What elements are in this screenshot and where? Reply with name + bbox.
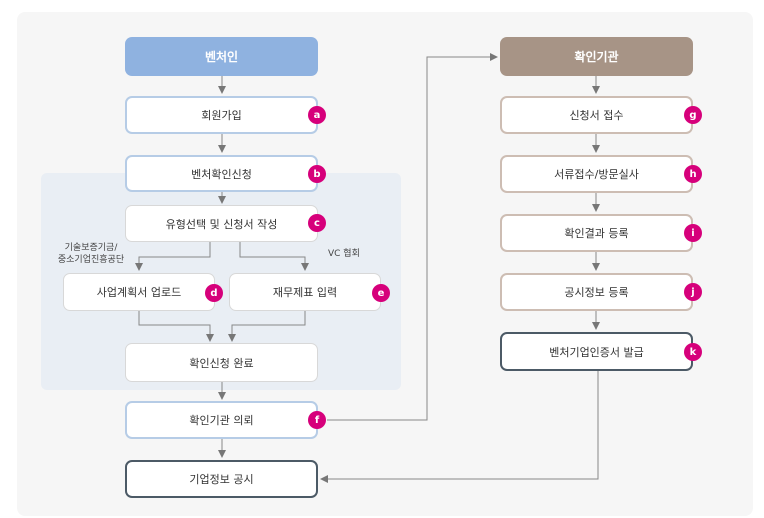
badge-d: d	[205, 284, 223, 302]
step-signup: 회원가입	[125, 96, 318, 134]
arrow-select-to-upload	[135, 242, 211, 271]
step-signup-label: 회원가입	[201, 109, 242, 122]
step-finance-label: 재무제표 입력	[272, 286, 338, 299]
step-receive-label: 신청서 접수	[569, 109, 624, 122]
badge-c-label: c	[314, 217, 320, 229]
note-right: VC 협회	[328, 249, 360, 259]
arrow-issue-to-publish	[320, 371, 599, 483]
badge-a: a	[308, 106, 326, 124]
step-inspect: 서류접수/방문실사	[500, 155, 693, 193]
badge-c: c	[308, 214, 326, 232]
venture-header-label: 벤처인	[204, 50, 239, 64]
arrow-upload-to-complete	[138, 311, 214, 342]
badge-b: b	[308, 165, 326, 183]
step-register-result-label: 확인결과 등록	[564, 227, 629, 240]
arrow-request-to-agency	[327, 53, 498, 421]
note-left-line1: 기술보증기금/	[64, 243, 118, 253]
step-select: 유형선택 및 신청서 작성	[125, 205, 318, 242]
step-issue-label: 벤처기업인증서 발급	[549, 345, 644, 359]
step-apply-label: 벤처확인신청	[191, 167, 252, 181]
step-select-label: 유형선택 및 신청서 작성	[165, 217, 278, 231]
venture-header: 벤처인	[125, 37, 318, 76]
step-upload-label: 사업계획서 업로드	[96, 286, 182, 299]
badge-g-label: g	[689, 109, 697, 121]
step-receive: 신청서 접수	[500, 96, 693, 134]
badge-j-label: j	[691, 286, 695, 298]
agency-header: 확인기관	[500, 37, 693, 76]
note-left-line2: 중소기업진흥공단	[57, 255, 125, 265]
badge-j: j	[684, 283, 702, 301]
badge-f: f	[308, 411, 326, 429]
step-issue: 벤처기업인증서 발급	[500, 332, 693, 371]
badge-e-label: e	[377, 287, 385, 299]
step-register-result: 확인결과 등록	[500, 214, 693, 252]
step-publish-label: 기업정보 공시	[189, 473, 254, 486]
badge-i-label: i	[691, 227, 695, 239]
badge-f-label: f	[314, 414, 320, 426]
badge-b-label: b	[313, 168, 321, 180]
step-request: 확인기관 의뢰	[125, 401, 318, 439]
step-register-info-label: 공시정보 등록	[564, 286, 629, 299]
badge-k-label: k	[689, 346, 697, 358]
step-publish: 기업정보 공시	[125, 460, 318, 498]
step-upload: 사업계획서 업로드	[63, 273, 215, 311]
badge-a-label: a	[313, 109, 321, 121]
agency-header-label: 확인기관	[574, 50, 619, 64]
badge-g: g	[684, 106, 702, 124]
badge-k: k	[684, 343, 702, 361]
step-complete-label: 확인신청 완료	[189, 356, 254, 370]
badge-i: i	[684, 224, 702, 242]
arrow-select-to-finance	[239, 242, 309, 271]
step-inspect-label: 서류접수/방문실사	[554, 168, 639, 181]
step-finance: 재무제표 입력	[229, 273, 381, 311]
badge-d-label: d	[210, 287, 218, 299]
step-complete: 확인신청 완료	[125, 343, 318, 382]
step-apply: 벤처확인신청	[125, 155, 318, 192]
badge-e: e	[372, 284, 390, 302]
arrow-finance-to-complete	[228, 311, 306, 342]
step-register-info: 공시정보 등록	[500, 273, 693, 311]
badge-h: h	[684, 165, 702, 183]
note-left: 기술보증기금/ 중소기업진흥공단	[52, 242, 130, 266]
badge-h-label: h	[689, 168, 697, 180]
step-request-label: 확인기관 의뢰	[189, 414, 254, 427]
